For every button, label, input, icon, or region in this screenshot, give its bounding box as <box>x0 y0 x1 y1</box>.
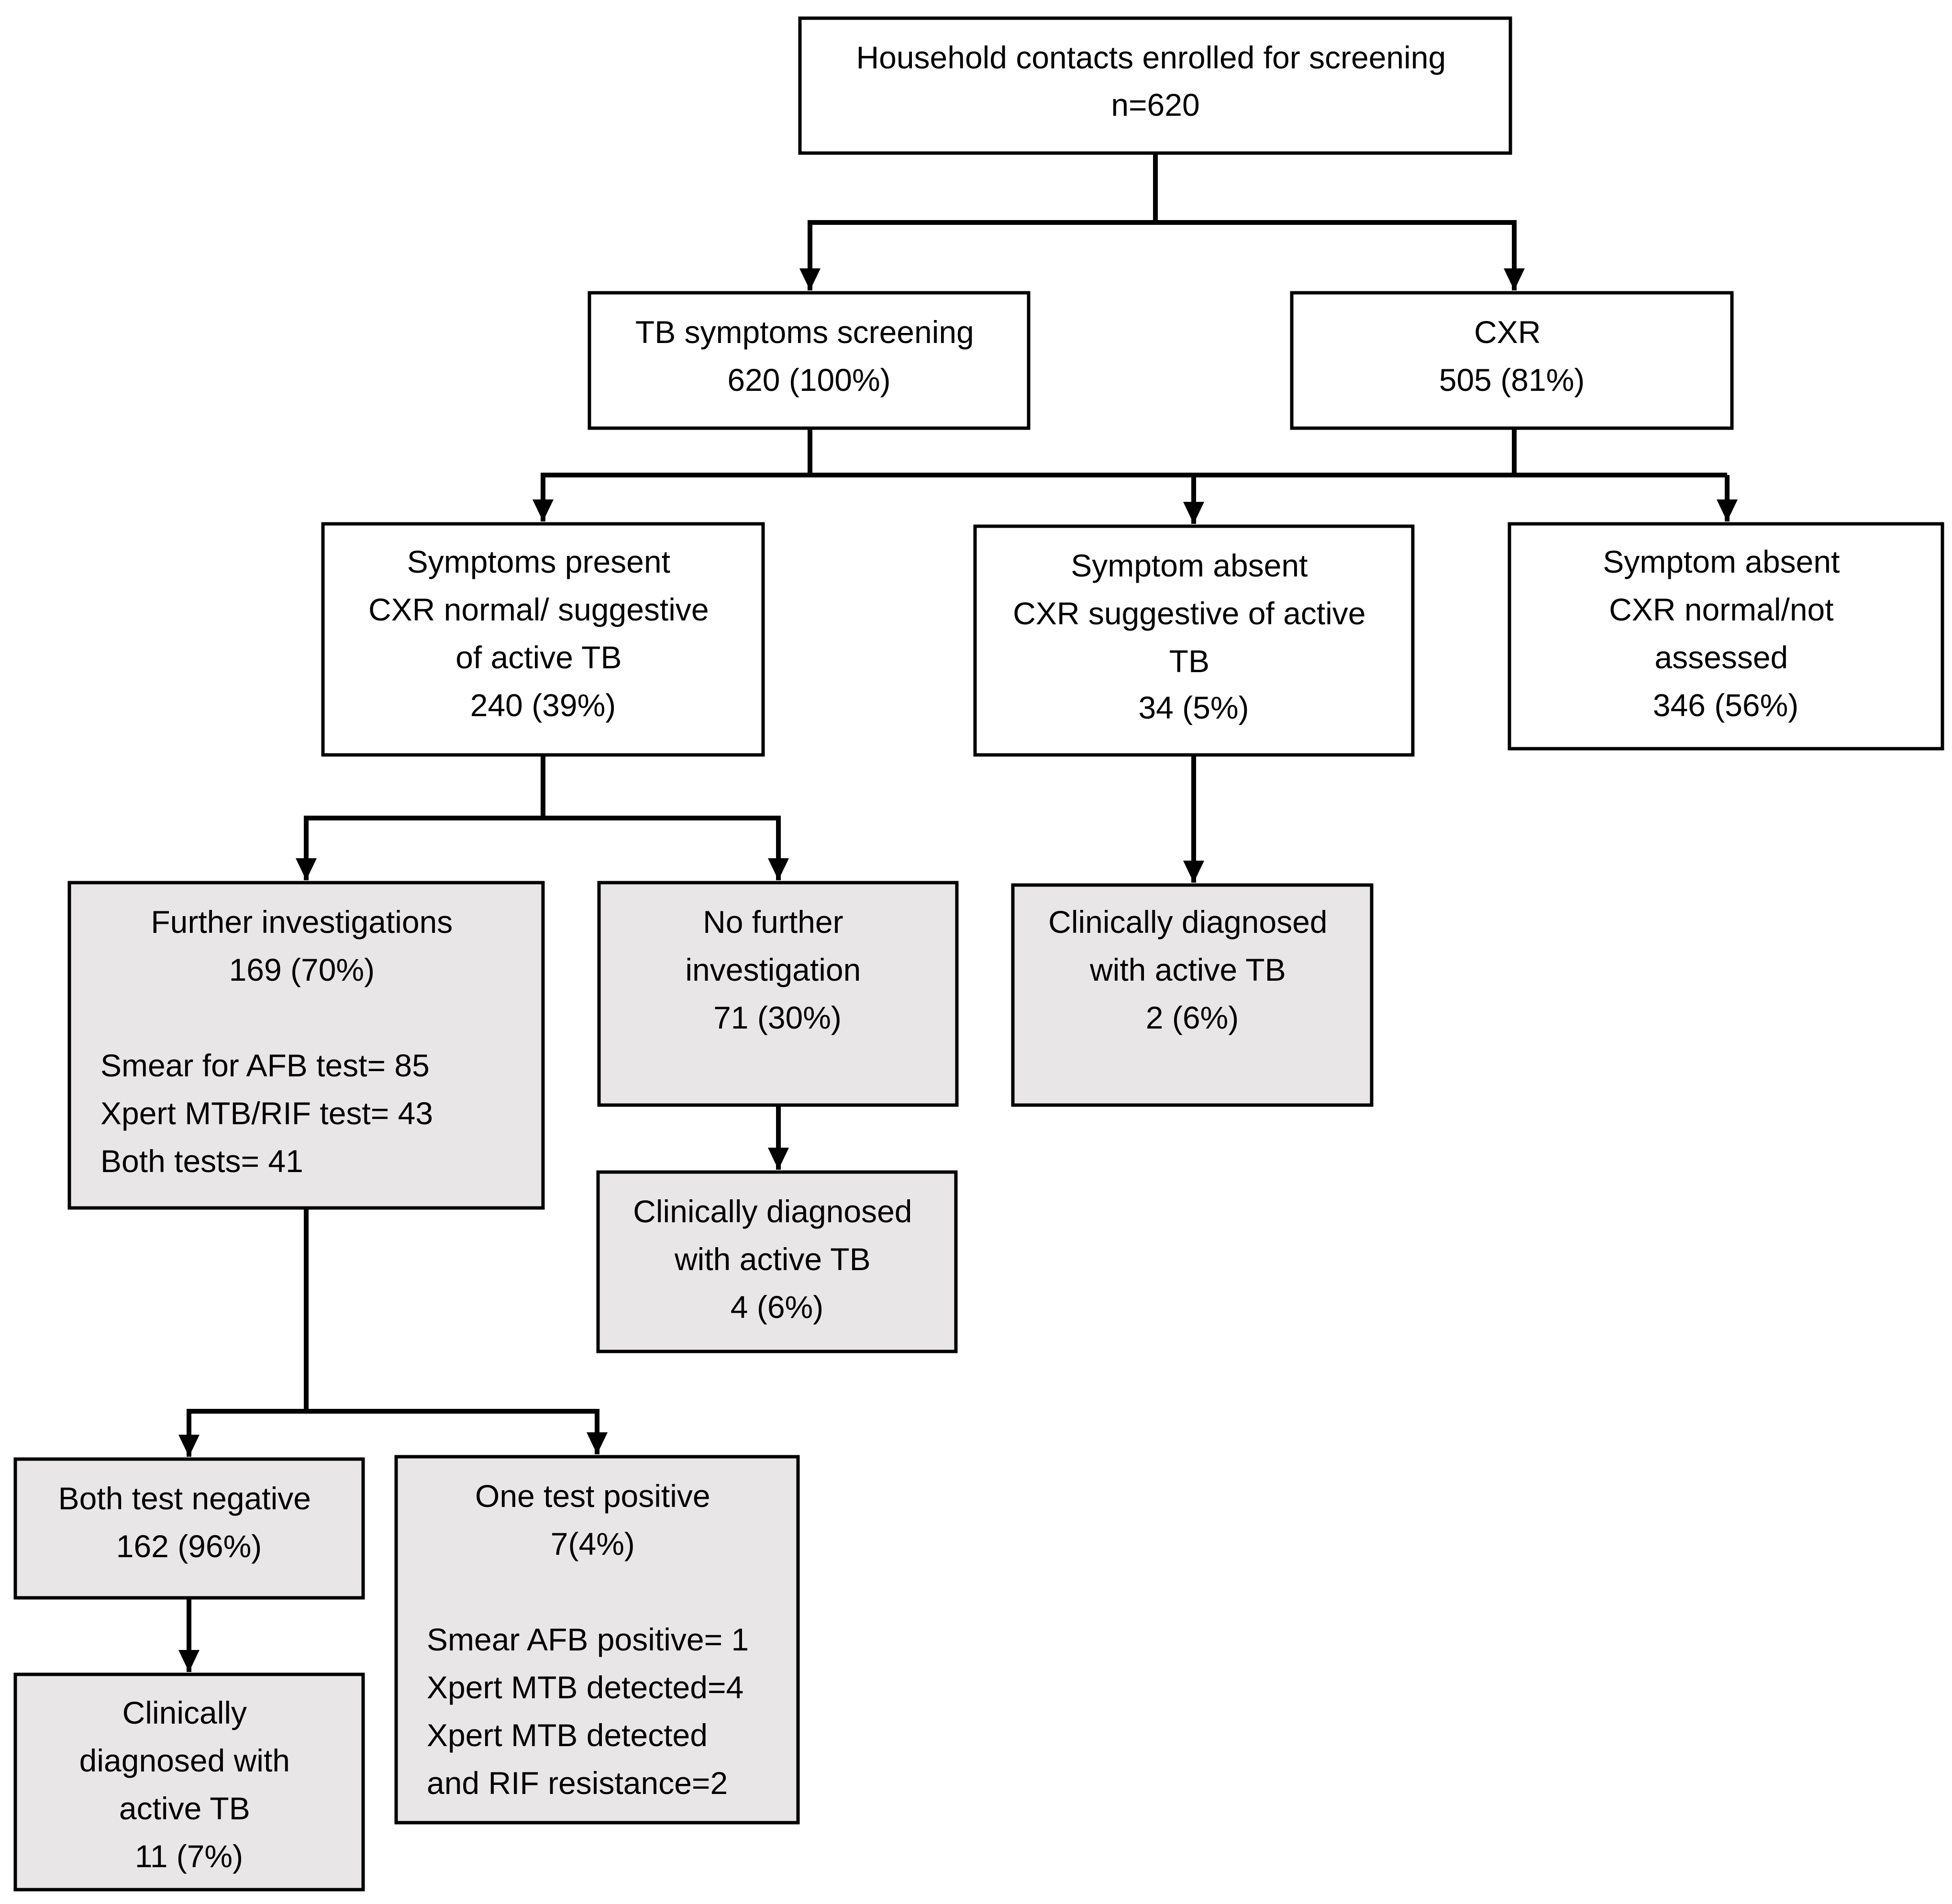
node-further-investigations: Further investigations 169 (70%) Smear f… <box>67 881 545 1210</box>
node-absent-suggestive-line: 34 (5%) <box>1138 690 1249 725</box>
node-absent-suggestive-line: TB <box>1169 643 1209 679</box>
node-cxr: CXR 505 (81%) <box>1290 291 1734 430</box>
node-symptom-screening: TB symptoms screening 620 (100%) <box>588 291 1031 430</box>
node-diagnosed-negative-line: Clinically <box>122 1695 247 1730</box>
node-further-investigations-line: 169 (70%) <box>229 952 375 987</box>
svg-text:CXR 505 (81%): CXR 505 (81%) <box>1439 314 1585 398</box>
node-diagnosed-no-further-box <box>596 1170 958 1353</box>
connector-to-one-positive <box>306 1409 608 1454</box>
svg-text:Symptom absent CXR sugge: Symptom absent CXR suggestive of active … <box>1013 548 1375 725</box>
connector-to-no-further <box>543 816 789 880</box>
node-one-positive-line: Xpert MTB detected=4 <box>427 1670 743 1705</box>
node-symptoms-present-line: of active TB <box>455 640 621 675</box>
node-both-negative-box <box>13 1457 365 1600</box>
svg-text:Household contacts enrolled fo: Household contacts enrolled for screenin… <box>856 40 1454 122</box>
node-enrolled-line: Household contacts enrolled for screenin… <box>856 40 1446 75</box>
node-both-negative: Both test negative 162 (96%) <box>13 1457 365 1600</box>
node-diagnosed-negative: Clinically diagnosed with active TB 11 (… <box>13 1672 365 1892</box>
node-no-further-line: investigation <box>685 952 861 987</box>
node-no-further-line: 71 (30%) <box>713 1000 842 1035</box>
svg-text:Both test negative 162 (: Both test negative 162 (96%) <box>58 1481 320 1564</box>
node-cxr-line: 505 (81%) <box>1439 362 1585 398</box>
connectors <box>178 153 1738 1672</box>
svg-text:Symptoms present CXR nor: Symptoms present CXR normal/ suggestive … <box>368 544 718 723</box>
node-absent-suggestive: Symptom absent CXR suggestive of active … <box>973 524 1415 757</box>
node-absent-normal-line: assessed <box>1654 640 1788 675</box>
node-symptoms-present: Symptoms present CXR normal/ suggestive … <box>321 522 765 757</box>
node-diagnosed-negative-line: 11 (7%) <box>135 1838 243 1874</box>
node-one-positive-line: Smear AFB positive= 1 <box>427 1622 749 1657</box>
svg-text:Clinically diagnosed wit: Clinically diagnosed with active TB 4 (6… <box>633 1194 921 1325</box>
connector-enrolled-to-cxr <box>1155 220 1525 290</box>
node-diagnosed-absent-line: Clinically diagnosed <box>1048 904 1327 940</box>
node-diagnosed-absent-box <box>1011 883 1374 1107</box>
node-enrolled-line: n=620 <box>1111 87 1199 122</box>
node-symptom-screening-box <box>588 291 1031 430</box>
svg-text:Symptom absent CXR norma: Symptom absent CXR normal/not assessed 3… <box>1603 544 1849 723</box>
node-absent-suggestive-line: Symptom absent <box>1071 548 1308 583</box>
node-one-positive-box <box>394 1455 800 1825</box>
node-diagnosed-no-further-line: Clinically diagnosed <box>633 1194 912 1229</box>
node-absent-suggestive-box <box>973 524 1415 757</box>
node-absent-normal-box <box>1508 522 1944 751</box>
node-no-further: No further investigation 71 (30%) <box>597 881 959 1107</box>
connector-enrolled-to-screening <box>799 153 1158 290</box>
svg-text:Further investigations 1: Further investigations 169 (70%) Smear f… <box>100 904 462 1179</box>
node-further-investigations-line: Further investigations <box>151 904 453 940</box>
svg-text:TB symptoms screening 62: TB symptoms screening 620 (100%) <box>635 314 983 398</box>
node-symptom-screening-line: TB symptoms screening <box>635 314 974 350</box>
node-symptoms-present-box <box>321 522 765 757</box>
node-enrolled-box <box>798 16 1512 155</box>
node-both-negative-line: Both test negative <box>58 1481 311 1516</box>
node-absent-normal-line: 346 (56%) <box>1653 687 1799 723</box>
node-absent-suggestive-line: CXR suggestive of active <box>1013 596 1365 631</box>
node-symptom-screening-line: 620 (100%) <box>727 362 890 398</box>
node-one-positive-line: One test positive <box>475 1478 710 1514</box>
svg-text:Clinically diagnosed wit: Clinically diagnosed with active TB 2 (6… <box>1048 904 1336 1035</box>
node-symptoms-present-line: 240 (39%) <box>470 687 616 723</box>
node-absent-normal: Symptom absent CXR normal/not assessed 3… <box>1508 522 1944 751</box>
node-no-further-line: No further <box>703 904 843 940</box>
node-absent-normal-line: CXR normal/not <box>1609 592 1834 627</box>
node-diagnosed-absent-line: with active TB <box>1089 952 1286 987</box>
node-symptoms-present-line: Symptoms present <box>407 544 670 579</box>
node-further-investigations-line: Xpert MTB/RIF test= 43 <box>100 1096 433 1131</box>
svg-text:One test positive 7(4%): One test positive 7(4%) Smear AFB positi… <box>427 1478 758 1801</box>
node-diagnosed-negative-line: diagnosed with <box>79 1743 290 1778</box>
node-diagnosed-absent-line: 2 (6%) <box>1146 1000 1239 1035</box>
node-symptoms-present-line: CXR normal/ suggestive <box>368 592 709 627</box>
node-one-positive-line: 7(4%) <box>551 1526 635 1561</box>
node-one-positive: One test positive 7(4%) Smear AFB positi… <box>394 1455 800 1825</box>
node-diagnosed-negative-line: active TB <box>119 1791 250 1826</box>
connector-to-both-negative <box>178 1208 309 1457</box>
node-enrolled: Household contacts enrolled for screenin… <box>798 16 1512 155</box>
svg-text:Clinically diagnosed wit: Clinically diagnosed with active TB 11 (… <box>79 1695 299 1874</box>
node-further-investigations-box <box>67 881 545 1210</box>
node-absent-normal-line: Symptom absent <box>1603 544 1840 579</box>
node-cxr-box <box>1290 291 1734 430</box>
node-one-positive-line: and RIF resistance=2 <box>427 1765 728 1801</box>
node-further-investigations-line: Smear for AFB test= 85 <box>100 1048 430 1083</box>
connector-to-further-investigations <box>296 755 545 880</box>
node-diagnosed-no-further-line: with active TB <box>674 1241 871 1277</box>
svg-text:No further investigation: No further investigation 71 (30%) <box>685 904 869 1035</box>
node-diagnosed-no-further-line: 4 (6%) <box>731 1289 823 1325</box>
node-further-investigations-line: Both tests= 41 <box>100 1143 303 1179</box>
node-one-positive-line: Xpert MTB detected <box>427 1717 708 1753</box>
node-no-further-box <box>597 881 959 1107</box>
node-both-negative-line: 162 (96%) <box>116 1528 262 1564</box>
node-diagnosed-negative-box <box>13 1672 365 1892</box>
node-cxr-line: CXR <box>1474 314 1541 350</box>
node-diagnosed-no-further: Clinically diagnosed with active TB 4 (6… <box>596 1170 958 1353</box>
node-diagnosed-absent: Clinically diagnosed with active TB 2 (6… <box>1011 883 1374 1107</box>
connector-to-symptoms-present <box>532 473 1727 521</box>
